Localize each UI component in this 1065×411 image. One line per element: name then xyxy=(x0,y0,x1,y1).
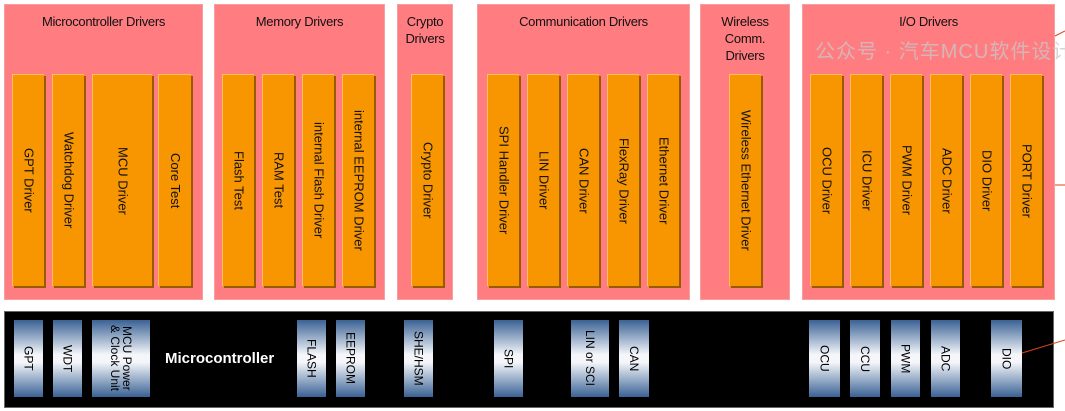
driver-module: Flash Test xyxy=(222,74,254,286)
hardware-module: CAN xyxy=(619,320,649,397)
driver-label: Watchdog Driver xyxy=(61,132,77,229)
hardware-module: OCU xyxy=(809,320,840,397)
driver-module: Watchdog Driver xyxy=(52,74,84,286)
hardware-label: WDT xyxy=(60,344,75,373)
hardware-label: GPT xyxy=(21,346,36,371)
group-title: Wireless Comm. Drivers xyxy=(721,14,769,63)
hardware-label: SPI xyxy=(501,348,516,369)
driver-module: MCU Driver xyxy=(92,74,152,286)
hardware-label: ADC xyxy=(938,345,953,372)
hardware-label: PWM xyxy=(898,343,913,374)
driver-label: internal EEPROM Driver xyxy=(351,110,367,251)
hardware-label: MCU Power & Clock Unit xyxy=(108,325,134,392)
driver-label: GPT Driver xyxy=(21,148,37,213)
driver-module: PWM Driver xyxy=(890,74,922,286)
driver-label: PORT Driver xyxy=(1019,143,1035,218)
driver-label: Wireless Ethernet Driver xyxy=(738,110,754,251)
group-title: Crypto Drivers xyxy=(405,14,445,46)
group-title: Communication Drivers xyxy=(519,14,648,29)
driver-module: ADC Driver xyxy=(930,74,962,286)
hardware-module: EEPROM xyxy=(336,320,365,397)
hardware-module: SPI xyxy=(494,320,523,397)
hardware-module: LIN or SCI xyxy=(571,320,609,397)
driver-module: GPT Driver xyxy=(12,74,44,286)
watermark: 公众号 · 汽车MCU软件设计 xyxy=(815,41,1065,63)
hardware-module: PWM xyxy=(891,320,920,397)
driver-label: ICU Driver xyxy=(859,150,875,211)
driver-label: Flash Test xyxy=(231,150,247,210)
driver-label: Core Test xyxy=(168,152,183,209)
driver-label: PWM Driver xyxy=(899,145,915,216)
driver-module: OCU Driver xyxy=(810,74,842,286)
hardware-module: FLASH xyxy=(297,320,326,397)
hardware-label: OCU xyxy=(817,345,832,372)
hardware-module: CCU xyxy=(850,320,880,397)
hardware-module: MCU Power & Clock Unit xyxy=(92,320,150,397)
driver-module: FlexRay Driver xyxy=(607,74,639,286)
driver-module: internal EEPROM Driver xyxy=(342,74,374,286)
driver-label: Ethernet Driver xyxy=(656,136,672,225)
hardware-label: CCU xyxy=(858,345,872,372)
hardware-label: CAN xyxy=(627,345,641,372)
driver-label: MCU Driver xyxy=(115,146,131,215)
hardware-label: SHE/HSM xyxy=(411,331,426,386)
hardware-label: DIO xyxy=(999,347,1014,370)
driver-label: FlexRay Driver xyxy=(616,137,632,224)
driver-label: LIN Driver xyxy=(536,151,552,210)
driver-module: LIN Driver xyxy=(527,74,559,286)
connector-line xyxy=(1054,30,1065,37)
driver-label: Crypto Driver xyxy=(420,142,436,219)
driver-label: DIO Driver xyxy=(979,149,995,212)
driver-label: OCU Driver xyxy=(819,146,835,215)
driver-label: internal Flash Driver xyxy=(311,122,327,239)
driver-module: CAN Driver xyxy=(567,74,599,286)
driver-module: Ethernet Driver xyxy=(647,74,679,286)
hardware-label: EEPROM xyxy=(343,332,358,385)
hardware-module: SHE/HSM xyxy=(404,320,433,397)
driver-module: DIO Driver xyxy=(970,74,1002,286)
group-title: Microcontroller Drivers xyxy=(41,14,166,29)
driver-label: ADC Driver xyxy=(939,147,955,214)
driver-module: PORT Driver xyxy=(1010,74,1042,286)
driver-module: internal Flash Driver xyxy=(302,74,334,286)
group-title: I/O Drivers xyxy=(899,14,958,29)
driver-module: RAM Test xyxy=(262,74,294,286)
hardware-module: ADC xyxy=(931,320,960,397)
group-title: Memory Drivers xyxy=(255,14,344,29)
driver-module: ICU Driver xyxy=(850,74,882,286)
hardware-label: FLASH xyxy=(304,339,319,378)
driver-module: Wireless Ethernet Driver xyxy=(729,74,761,286)
driver-module: Core Test xyxy=(158,74,191,286)
hardware-label: LIN or SCI xyxy=(583,330,597,387)
driver-module: SPI Handler Driver xyxy=(487,74,519,286)
hardware-module: GPT xyxy=(14,320,43,397)
driver-label: RAM Test xyxy=(271,152,287,209)
connector-line xyxy=(1021,339,1065,354)
driver-label: CAN Driver xyxy=(576,147,592,214)
driver-label: SPI Handler Driver xyxy=(496,126,512,235)
hardware-module: WDT xyxy=(53,320,82,397)
microcontroller-label: Microcontroller xyxy=(165,350,275,367)
hardware-module: DIO xyxy=(991,320,1022,397)
driver-module: Crypto Driver xyxy=(411,74,443,286)
